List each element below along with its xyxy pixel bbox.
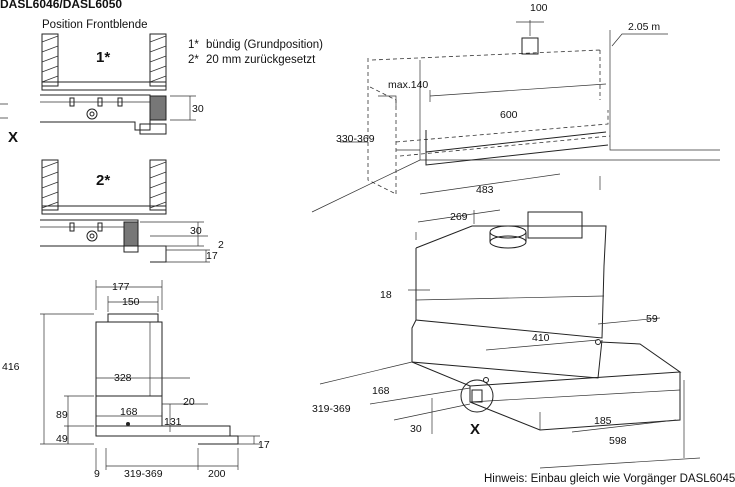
side-view-drawing — [40, 280, 260, 470]
persp-dim-100: 100 — [530, 2, 548, 14]
detail2-dim-17: 17 — [206, 250, 218, 262]
side-dim-200: 200 — [208, 468, 226, 480]
side-dim-150: 150 — [122, 296, 140, 308]
side-dim-177: 177 — [112, 281, 130, 293]
side-dim-49: 49 — [56, 433, 68, 445]
detail-2-drawing — [40, 159, 210, 263]
marker-1: 1* — [96, 49, 111, 66]
hood-dim-483: 483 — [476, 184, 494, 196]
x-marker-right: X — [470, 421, 481, 438]
perspective-room-drawing — [311, 20, 720, 213]
detail2-dim-30: 30 — [190, 225, 202, 237]
hood-dim-269: 269 — [450, 211, 468, 223]
legend-text-2: 20 mm zurückgesetzt — [206, 54, 316, 66]
persp-dim-330-369: 330-369 — [336, 133, 375, 145]
page-title: DASL6046/DASL6050 — [0, 0, 123, 11]
legend-mark-2: 2* — [188, 54, 199, 66]
side-dim-9: 9 — [94, 468, 100, 480]
side-dim-89: 89 — [56, 409, 68, 421]
side-dim-328: 328 — [114, 372, 132, 384]
footer-note: Hinweis: Einbau gleich wie Vorgänger DAS… — [484, 473, 735, 485]
marker-2: 2* — [96, 172, 111, 189]
hood-dim-30: 30 — [410, 423, 422, 435]
position-heading: Position Frontblende — [42, 19, 148, 31]
side-dim-168: 168 — [120, 406, 138, 418]
detail-1-drawing — [0, 33, 196, 135]
persp-dim-2-05m: 2.05 m — [628, 21, 661, 33]
x-marker-left: X — [8, 129, 19, 146]
hood-dim-59: 59 — [646, 313, 658, 325]
persp-dim-600: 600 — [500, 109, 518, 121]
hood-dim-410: 410 — [532, 332, 550, 344]
hood-dim-185: 185 — [594, 415, 612, 427]
legend-mark-1: 1* — [188, 39, 199, 51]
hood-dim-168: 168 — [372, 385, 390, 397]
hood-dim-598: 598 — [609, 435, 627, 447]
side-dim-17: 17 — [258, 439, 270, 451]
hood-dim-18: 18 — [380, 289, 392, 301]
hood-dim-319-369: 319-369 — [312, 403, 351, 415]
hood-perspective-drawing — [319, 173, 701, 469]
side-dim-319-369: 319-369 — [124, 468, 163, 480]
technical-drawing — [0, 20, 720, 470]
detail2-dim-2: 2 — [218, 239, 224, 251]
side-dim-20: 20 — [183, 396, 195, 408]
detail1-dim-30: 30 — [192, 103, 204, 115]
persp-dim-max140: max.140 — [388, 79, 429, 91]
legend-text-1: bündig (Grundposition) — [206, 39, 323, 51]
side-dim-416: 416 — [2, 361, 20, 373]
side-dim-131: 131 — [164, 416, 182, 428]
